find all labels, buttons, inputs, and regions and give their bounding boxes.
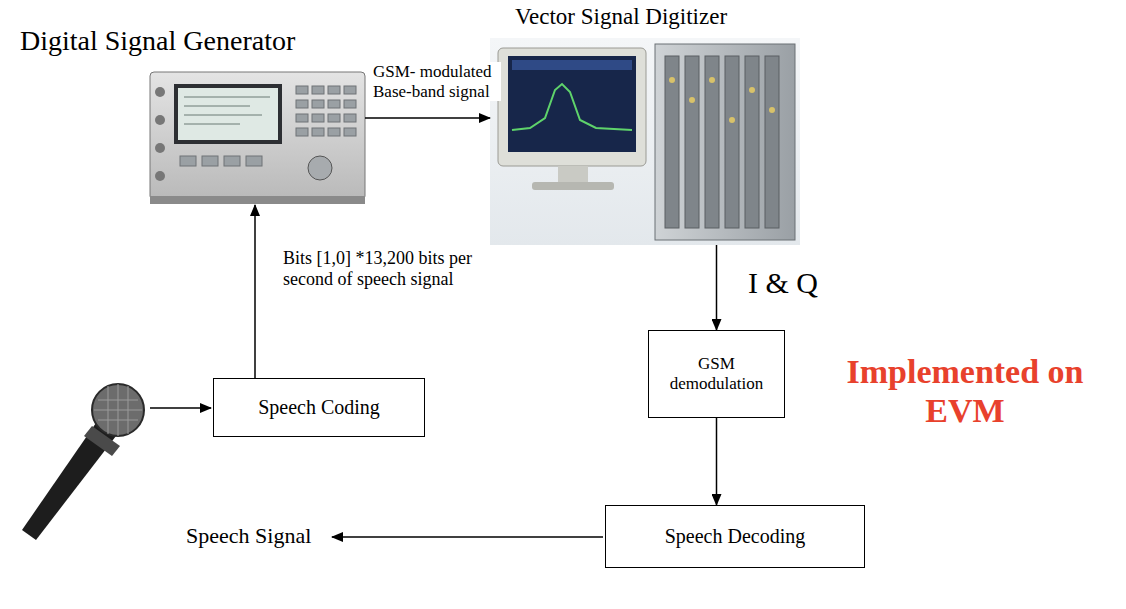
microphone-picture (118, 384, 119, 436)
signal-generator-picture (344, 86, 356, 94)
signal-generator-picture (180, 156, 196, 166)
label-box: Speech Signal (186, 523, 311, 548)
digitizer-picture (749, 87, 755, 93)
digitizer-picture (532, 182, 614, 190)
signal-generator-picture (184, 124, 240, 125)
signal-generator-picture (296, 114, 308, 122)
signal-generator-picture (296, 128, 308, 136)
instrument-node: Digital Signal Generator (20, 25, 365, 205)
signal-generator-picture (202, 156, 218, 166)
signal-generator-picture (155, 87, 165, 181)
digitizer-picture (669, 77, 675, 83)
digitizer-picture (512, 84, 632, 130)
digitizer-picture (765, 56, 779, 228)
output-label: Speech Signal (186, 523, 311, 548)
signal-generator-picture (155, 171, 165, 181)
instrument-title: Digital Signal Generator (20, 25, 295, 57)
signal-generator-picture (155, 87, 165, 97)
instrument-title: Vector Signal Digitizer (515, 4, 727, 30)
digitizer-picture (705, 56, 719, 228)
digitizer-picture (512, 60, 632, 70)
digitizer-picture (709, 77, 715, 83)
signal-generator-picture (296, 86, 308, 94)
digitizer-picture (689, 97, 695, 103)
signal-generator-picture (184, 115, 262, 116)
edge-label: Bits [1,0] *13,200 bits per second of sp… (283, 248, 488, 289)
edge-label: GSM- modulated Base-band signal (373, 62, 501, 101)
arrow-connector (254, 205, 256, 378)
digitizer-picture (508, 56, 636, 152)
digitizer-picture (745, 56, 759, 228)
edge-label-box: Bits [1,0] *13,200 bits per second of sp… (283, 248, 488, 289)
edge-label-box: I & Q (748, 266, 818, 301)
signal-generator-picture (328, 100, 340, 108)
instrument-node: Vector Signal Digitizer (490, 4, 800, 245)
box-label: Speech Coding (258, 396, 380, 419)
signal-generator-picture (312, 100, 324, 108)
signal-generator-picture (308, 156, 332, 180)
digitizer-picture (655, 44, 795, 240)
digitizer-picture (665, 56, 779, 228)
arrow-connector (365, 117, 490, 119)
signal-generator-picture (312, 128, 324, 136)
digitizer-picture (725, 56, 739, 228)
label-box: Implemented on EVM (840, 352, 1090, 430)
signal-generator-picture (150, 196, 365, 204)
arrow-connector (716, 245, 718, 330)
microphone-picture (22, 384, 144, 540)
signal-generator-picture (178, 88, 278, 140)
signal-generator-picture (344, 128, 356, 136)
signal-generator-picture (344, 114, 356, 122)
microphone-picture (128, 386, 129, 434)
edge-label: I & Q (748, 266, 818, 301)
digitizer-picture (729, 117, 735, 123)
mic-wire (150, 407, 211, 409)
signal-generator-picture (155, 115, 165, 125)
microphone-picture (92, 384, 144, 436)
signal-generator-picture (184, 106, 250, 107)
digitizer-picture (669, 77, 775, 123)
signal-generator-picture (328, 86, 340, 94)
signal-generator-picture (180, 86, 356, 166)
process-box: Speech Coding (213, 378, 425, 437)
output-wire (332, 536, 603, 538)
process-box: Speech Decoding (605, 505, 865, 568)
signal-generator-picture (328, 114, 340, 122)
digitizer-picture (665, 56, 679, 228)
signal-generator-picture (184, 97, 270, 98)
box-label: Speech Decoding (665, 525, 806, 548)
digitizer-picture (498, 48, 646, 166)
signal-generator-picture (150, 72, 365, 200)
signal-generator-picture (312, 114, 324, 122)
signal-generator-picture (312, 86, 324, 94)
signal-generator-picture (296, 100, 308, 108)
digitizer-picture (558, 166, 588, 182)
microphone-picture (108, 386, 109, 434)
digitizer-picture (769, 107, 775, 113)
signal-generator-picture (224, 156, 240, 166)
box-label: GSM demodulation (659, 354, 774, 393)
signal-generator-picture (150, 72, 365, 204)
signal-generator-picture (246, 156, 262, 166)
process-box: GSM demodulation (648, 330, 785, 418)
signal-generator-picture (328, 128, 340, 136)
note-text: Implemented on EVM (840, 352, 1090, 430)
edge-label-box: GSM- modulated Base-band signal (373, 62, 501, 101)
microphone-picture (94, 384, 142, 436)
digitizer-picture (685, 56, 699, 228)
digitizer-picture (490, 38, 800, 245)
arrow-connector (716, 418, 718, 505)
signal-generator-picture (344, 100, 356, 108)
signal-generator-picture (174, 84, 282, 144)
digitizer-picture (490, 38, 800, 245)
signal-generator-picture (155, 143, 165, 153)
